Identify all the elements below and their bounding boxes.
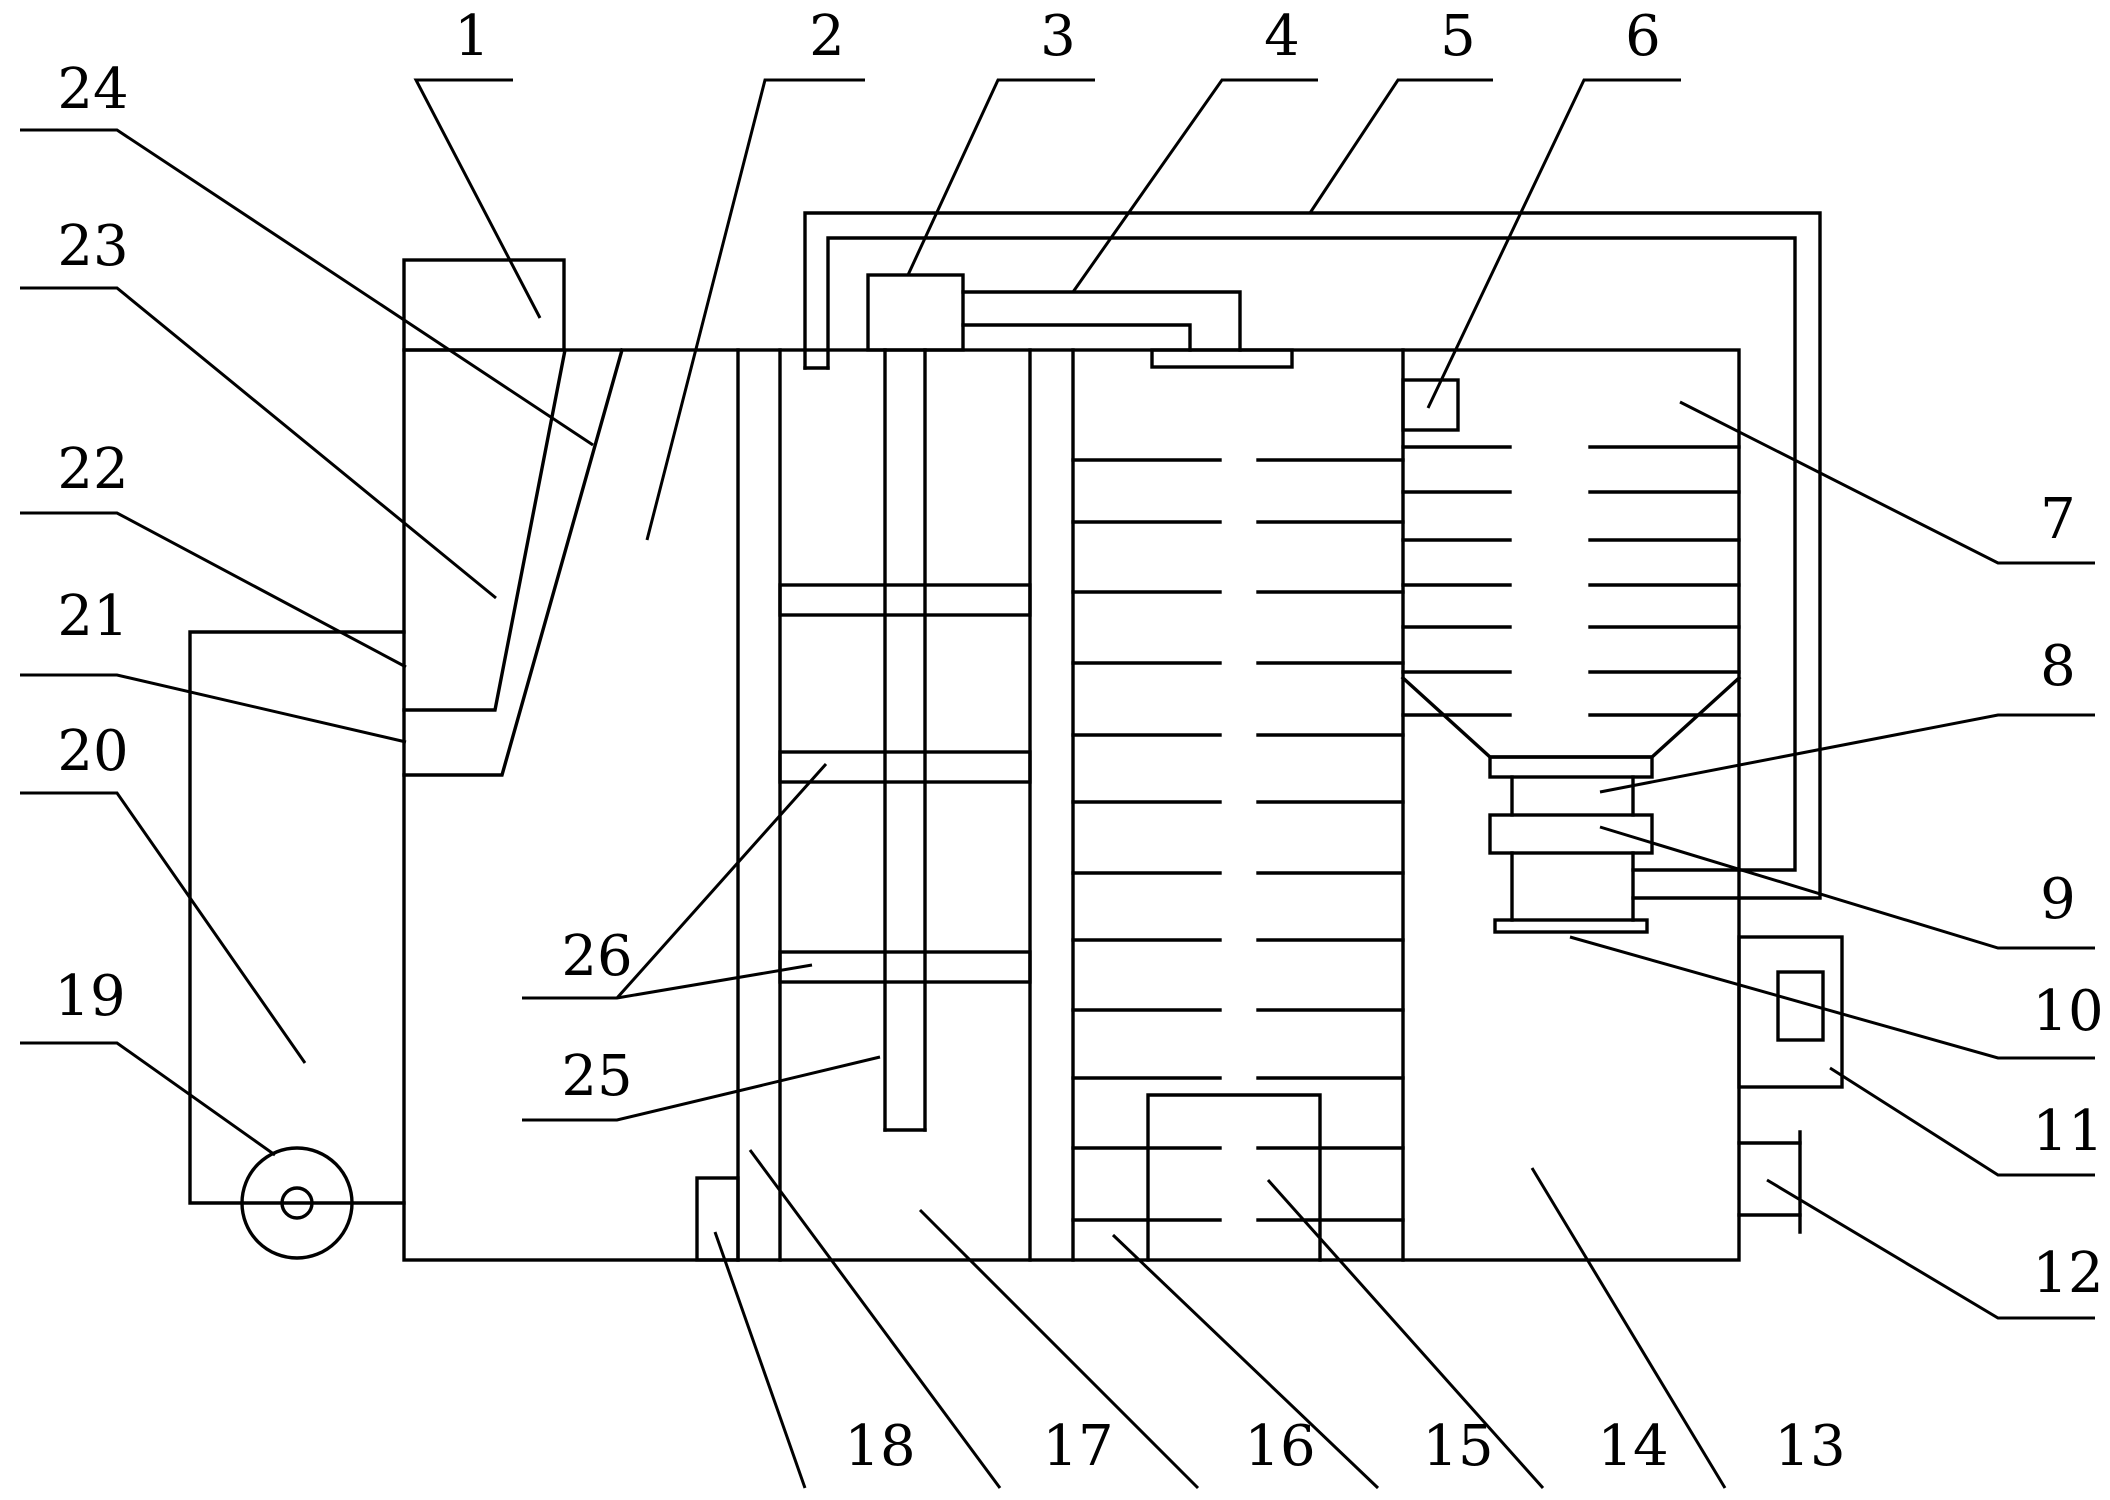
agitator-chamber: [778, 348, 1075, 1262]
callout-23: 23: [57, 214, 128, 279]
callout-7: 7: [2040, 487, 2076, 552]
wheel: [240, 1146, 354, 1260]
connecting-pipe: [961, 290, 1294, 369]
callout-8: 8: [2040, 634, 2076, 699]
side-cabinet: [188, 630, 406, 1205]
callout-2: 2: [809, 4, 845, 69]
divider-column: [736, 348, 782, 1262]
callout-25: 25: [561, 1044, 632, 1109]
callout-11: 11: [2032, 1099, 2103, 1164]
bottom-outlet: [695, 1176, 740, 1262]
motor: [866, 273, 965, 352]
callout-19: 19: [54, 964, 125, 1029]
inlet-box: [402, 258, 566, 352]
callout-6: 6: [1625, 4, 1661, 69]
feed-chute: [402, 347, 625, 777]
return-pipe: [803, 211, 1822, 900]
callout-labels: 1 2 3 4 5 6 7 8 9 10 11 12 13 14 15 16 1…: [54, 4, 2103, 1479]
callout-16: 16: [1244, 1414, 1315, 1479]
callout-13: 13: [1774, 1414, 1845, 1479]
callout-5: 5: [1440, 4, 1476, 69]
bottom-frame: [1146, 1093, 1322, 1262]
callout-9: 9: [2040, 867, 2076, 932]
callout-12: 12: [2032, 1241, 2103, 1306]
callout-20: 20: [57, 719, 128, 784]
callout-1: 1: [454, 4, 490, 69]
callout-24: 24: [57, 57, 128, 122]
callout-10: 10: [2032, 979, 2103, 1044]
callout-3: 3: [1040, 4, 1076, 69]
leader-lines: [20, 78, 2095, 1490]
callout-26: 26: [561, 924, 632, 989]
callout-21: 21: [57, 584, 128, 649]
side-outlet: [1737, 1130, 1802, 1234]
filter-chamber: [1400, 378, 1742, 759]
callout-15: 15: [1422, 1414, 1493, 1479]
callout-17: 17: [1042, 1414, 1113, 1479]
callout-14: 14: [1597, 1414, 1668, 1479]
baffle-chamber: [1071, 348, 1405, 1262]
callout-22: 22: [57, 437, 128, 502]
outlet-assembly: [1488, 755, 1654, 934]
callout-4: 4: [1264, 4, 1300, 69]
control-box: [1737, 935, 1844, 1089]
callout-18: 18: [844, 1414, 915, 1479]
